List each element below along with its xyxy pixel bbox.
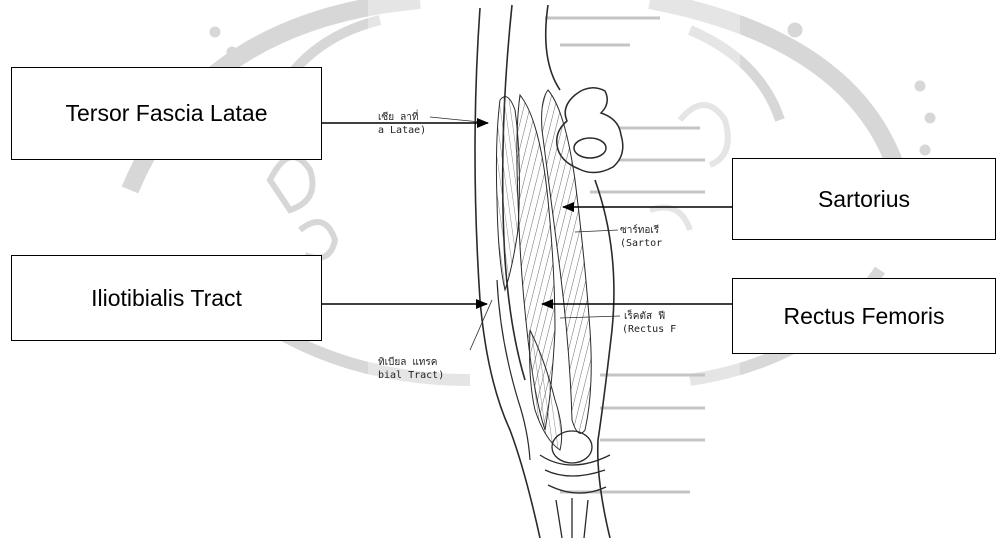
label-sartorius: Sartorius [732,158,996,240]
scan-rect-thai: เร็คตัส ฟี [624,308,665,322]
scan-rect-en: (Rectus F [622,324,676,335]
label-rectus-femoris: Rectus Femoris [732,278,996,354]
scan-sart-thai: ซาร์ทอเรี [620,224,660,236]
label-iliotibialis-tract: Iliotibialis Tract [11,255,322,341]
scan-tfl-thai: เซีย ลาที่ [378,109,418,123]
scan-tfl-en: a Latae) [378,125,426,136]
label-sartorius-text: Sartorius [818,186,910,213]
label-tensor-text: Tersor Fascia Latae [66,100,268,127]
label-rectus-text: Rectus Femoris [783,303,944,330]
scan-itt-en: bial Tract) [378,370,444,381]
label-iliotibialis-text: Iliotibialis Tract [91,285,242,312]
scan-sart-en: (Sartor [620,238,662,249]
label-tensor-fascia-latae: Tersor Fascia Latae [11,67,322,160]
scan-itt-thai: ทิเบียล แทรค [378,356,437,368]
